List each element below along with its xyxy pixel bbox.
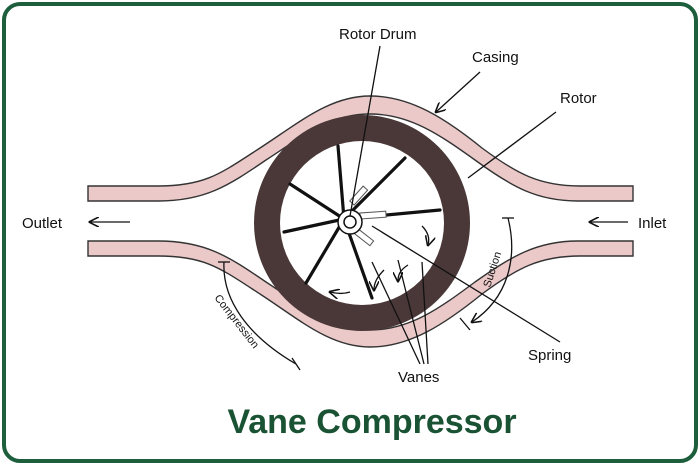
- label-rotor: Rotor: [560, 90, 597, 107]
- leader-rotor-drum: [349, 45, 381, 217]
- vane: [282, 217, 346, 234]
- vane: [304, 217, 346, 285]
- leader-spring: [371, 225, 561, 343]
- label-vanes: Vanes: [398, 369, 439, 386]
- leader-rotor: [467, 111, 557, 179]
- label-rotor-drum: Rotor Drum: [339, 26, 417, 43]
- compression-bracket: [223, 261, 297, 365]
- vane: [288, 182, 346, 221]
- rotor-shaft: [343, 215, 357, 229]
- vane: [342, 156, 407, 221]
- flow-arrows: [330, 225, 429, 294]
- suction-bracket: [472, 217, 513, 322]
- suction-tick-bottom: [459, 317, 471, 331]
- label-spring: Spring: [528, 347, 571, 364]
- leader-vanes-1: [371, 261, 421, 365]
- label-casing: Casing: [472, 49, 519, 66]
- leader-vanes-3: [421, 261, 429, 365]
- spring: [359, 210, 387, 220]
- leader-vanes-2: [397, 259, 425, 365]
- compression-tick-bottom: [291, 357, 301, 371]
- label-inlet: Inlet: [638, 215, 667, 232]
- diagram-title: Vane Compressor: [227, 403, 516, 441]
- leader-casing: [436, 71, 481, 112]
- label-outlet: Outlet: [22, 215, 63, 232]
- vane: [336, 144, 346, 221]
